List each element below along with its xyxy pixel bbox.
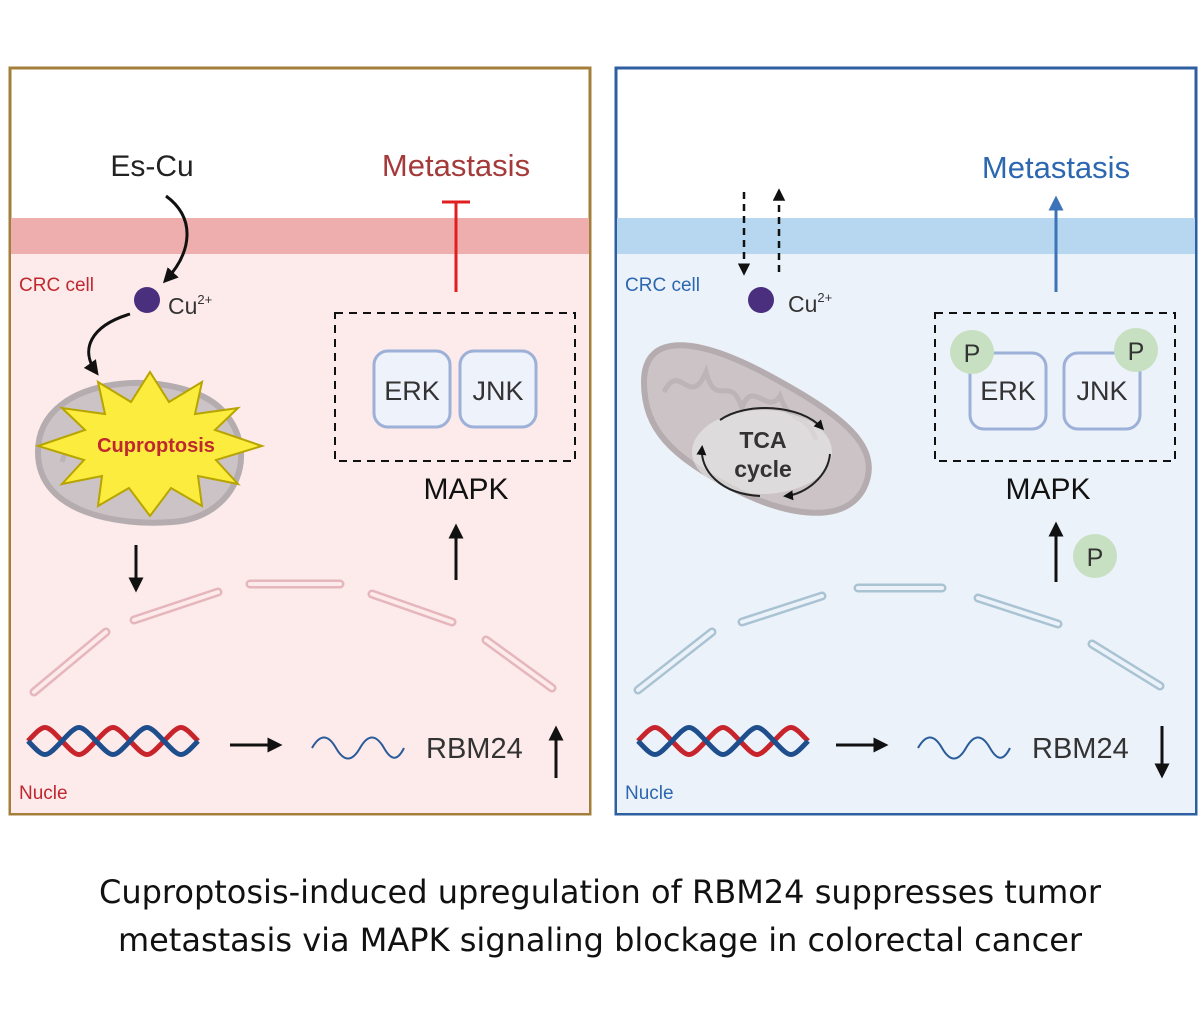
right-ion-label: Cu2+ (788, 290, 832, 317)
left-mapk-box (334, 312, 576, 462)
cycle-label: cycle (734, 456, 792, 482)
left-cell-label: CRC cell (19, 275, 94, 296)
left-mrna-icon (311, 736, 405, 760)
drug-label: Es-Cu (110, 150, 193, 183)
left-erk-box (372, 349, 452, 429)
right-cytoplasm (617, 218, 1195, 813)
drug-entry-arrow (162, 194, 189, 284)
right-mrna-icon (917, 736, 1011, 760)
mapk-phospho-icon (1073, 534, 1117, 578)
left-jnk-box (458, 349, 538, 429)
jnk-phospho-icon (1114, 328, 1158, 372)
graphical-abstract: Es-Cu Metastasis CRC cell Cu2+ Cuproptos… (8, 66, 1198, 816)
erk-phospho-label: P (964, 340, 981, 368)
caption-line-2: metastasis via MAPK signaling blockage i… (117, 921, 1083, 959)
mapk-phospho-label: P (1087, 544, 1104, 572)
left-dna-icon (26, 725, 200, 757)
figure-caption: Cuproptosis-induced upregulation of RBM2… (0, 868, 1200, 964)
cuproptosis-burst-icon (34, 370, 266, 518)
right-panel: Metastasis CRC cell Cu2+ TCA cycle ERK J… (614, 66, 1198, 816)
left-ion-label: Cu2+ (168, 292, 212, 319)
right-nucleus-label: Nucle (625, 783, 674, 804)
right-cell-membrane (617, 218, 1195, 254)
right-metastasis-label: Metastasis (982, 150, 1130, 185)
right-mapk-label: MAPK (1005, 473, 1090, 506)
right-mapk-box (934, 312, 1176, 462)
left-metastasis-label: Metastasis (382, 148, 530, 183)
cuproptosis-label: Cuproptosis (97, 435, 215, 457)
right-jnk-box (1062, 351, 1142, 431)
copper-ion-icon-right (748, 287, 774, 313)
left-panel: Es-Cu Metastasis CRC cell Cu2+ Cuproptos… (8, 66, 592, 816)
tca-label: TCA (739, 427, 786, 453)
left-cell-membrane (11, 218, 589, 254)
right-nuclear-envelope-inner (636, 586, 1162, 692)
left-jnk-label: JNK (472, 376, 523, 406)
tca-cycle-arrows (696, 407, 831, 501)
right-erk-label: ERK (980, 376, 1036, 406)
left-erk-label: ERK (384, 376, 440, 406)
right-gene-label: RBM24 (1032, 733, 1129, 765)
left-nucleus-label: Nucle (19, 783, 68, 804)
right-dna-icon (636, 725, 810, 757)
left-mapk-label: MAPK (423, 473, 508, 506)
right-cell-label: CRC cell (625, 275, 700, 296)
jnk-phospho-label: P (1128, 338, 1145, 366)
left-nuclear-envelope-inner (32, 582, 554, 694)
right-jnk-label: JNK (1076, 376, 1127, 406)
right-erk-box (968, 351, 1048, 431)
erk-phospho-icon (950, 330, 994, 374)
copper-to-mitochondria-arrow (83, 312, 131, 376)
left-gene-label: RBM24 (426, 733, 523, 765)
copper-ion-icon (134, 287, 160, 313)
tca-cycle-backdrop (692, 410, 832, 494)
caption-line-1: Cuproptosis-induced upregulation of RBM2… (98, 873, 1102, 911)
